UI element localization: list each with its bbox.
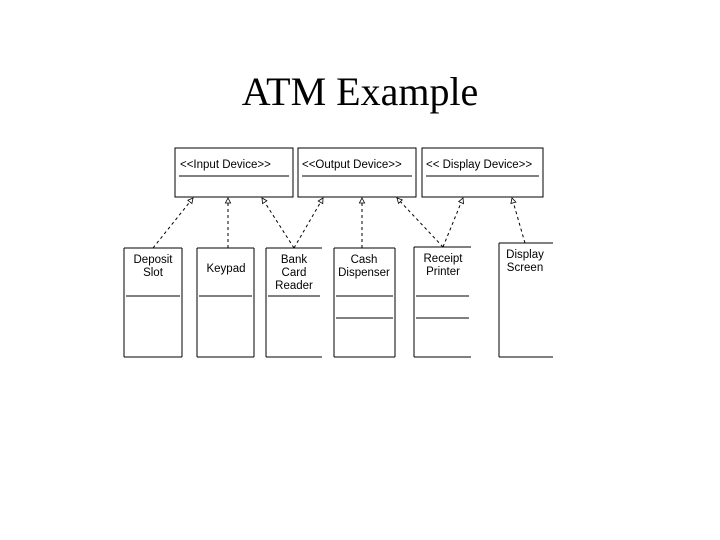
class-name-line: Cash	[351, 254, 378, 266]
class-name-line: Slot	[143, 267, 164, 279]
class-keypad: Keypad	[196, 247, 255, 358]
interface-box	[297, 147, 417, 198]
interface-display: << Display Device>>	[421, 147, 544, 198]
realization-receipt-printer-to-output	[396, 197, 444, 248]
dependency-line	[511, 197, 526, 244]
realization-display-screen-to-display	[510, 197, 526, 244]
realization-arrowhead	[261, 197, 268, 205]
interface-label: << Display Device>>	[426, 159, 532, 171]
class-name-line: Screen	[507, 262, 543, 274]
realization-arrowhead	[187, 197, 194, 205]
interface-label: <<Output Device>>	[302, 159, 402, 171]
realization-arrowhead	[317, 197, 324, 205]
realization-bank-card-reader-to-input	[261, 197, 295, 249]
class-name-line: Reader	[275, 280, 313, 292]
realization-arrowhead	[510, 197, 517, 205]
class-name-line: Deposit	[134, 254, 174, 266]
realization-keypad-to-input	[224, 197, 232, 248]
realization-bank-card-reader-to-output	[293, 197, 324, 249]
dependency-line	[396, 197, 444, 248]
class-name-line: Card	[282, 267, 307, 279]
realization-receipt-printer-to-display	[442, 197, 464, 248]
class-name-line: Bank	[281, 254, 307, 266]
dependency-line	[293, 197, 324, 249]
class-name-line: Receipt	[424, 253, 464, 265]
realization-deposit-slot-to-input	[152, 197, 194, 249]
realization-arrowhead	[396, 197, 404, 205]
class-name-line: Printer	[426, 266, 460, 278]
realization-arrowhead	[358, 197, 366, 204]
interface-box	[421, 147, 544, 198]
class-name-line: Dispenser	[338, 267, 390, 279]
class-name-line: Keypad	[206, 263, 245, 275]
slide-title: ATM Example	[241, 69, 479, 114]
realization-arrowhead	[224, 197, 232, 204]
dependency-line	[261, 197, 295, 249]
realization-arrowhead	[457, 197, 464, 205]
dependency-line	[152, 197, 194, 249]
interface-output: <<Output Device>>	[297, 147, 417, 198]
interface-input: <<Input Device>>	[174, 147, 294, 198]
realization-cash-dispenser-to-output	[358, 197, 366, 248]
interface-label: <<Input Device>>	[180, 159, 271, 171]
class-name-line: Display	[506, 249, 544, 261]
dependency-line	[442, 197, 464, 248]
interface-box	[174, 147, 294, 198]
